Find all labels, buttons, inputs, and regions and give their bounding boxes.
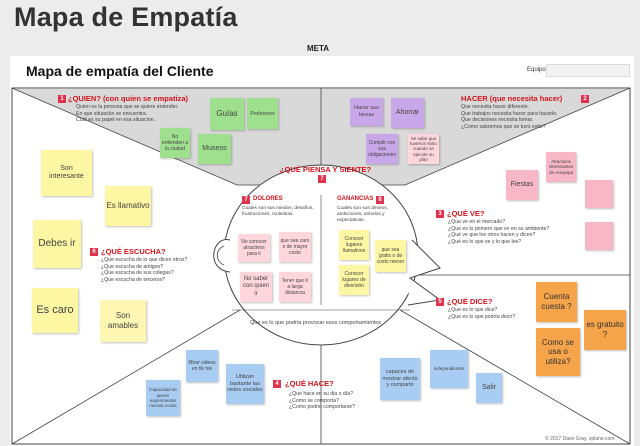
sticky-amables[interactable]: Son amables: [100, 300, 146, 342]
dolores-number: 7: [242, 196, 250, 204]
board-subtitle: Mapa de empatía del Cliente: [26, 63, 214, 79]
sticky-con-quien[interactable]: No saber con quien ir: [240, 272, 272, 302]
ear-shape: [213, 239, 231, 273]
sticky-no-entienden[interactable]: No entienden a la ciudad: [160, 128, 190, 158]
sticky-afecto[interactable]: capaces de mostrar afecto y compartir: [380, 358, 420, 400]
sticky-cumplir[interactable]: Cumplir con sus obligaciones: [366, 134, 398, 164]
hacer-title: HACER (que necesita hacer): [461, 94, 563, 103]
dice-number: 5: [436, 298, 444, 306]
sticky-debes-ir[interactable]: Debes ir: [33, 220, 81, 268]
sticky-como-se-usa[interactable]: Como se usa o utiliza?: [536, 328, 580, 376]
sticky-ahorrar[interactable]: Ahorrar: [391, 98, 424, 128]
ve-description: ¿Que ve en el mercado? ¿Que es lo primer…: [448, 219, 550, 245]
sticky-gratis[interactable]: que sea gratis o de costo menor: [375, 240, 406, 272]
ganancias-number: 8: [376, 196, 384, 204]
equipo-label: Equipo: [527, 67, 546, 73]
hace-title: ¿QUÉ HACE?: [285, 379, 334, 388]
hace-description: ¿Que hace en su dia o día? ¿Como se comp…: [289, 391, 356, 410]
sticky-cuanto-cuesta[interactable]: Cuenta cuesta ?: [536, 282, 577, 322]
sticky-interesante[interactable]: Son interesante: [41, 150, 92, 196]
diag-bottom-left: [11, 309, 241, 445]
sticky-independientes[interactable]: independientes: [430, 350, 468, 388]
equipo-input[interactable]: [546, 64, 630, 77]
sticky-tiktok[interactable]: Mirar videos en tik tok: [186, 350, 218, 382]
page-title: Mapa de Empatía: [14, 2, 238, 32]
meta-label: META: [307, 44, 330, 53]
piensa-bottom-text: Que es lo que podría provocar esos compo…: [250, 320, 382, 326]
dice-description: ¿Que es lo que dice? ¿Que es lo que podr…: [448, 307, 516, 320]
sticky-atractivos-arequipa[interactable]: Atractivos interesantes de Arequipa: [546, 152, 576, 182]
sticky-guias[interactable]: Guías: [210, 98, 244, 130]
hacer-number: 2: [581, 95, 589, 103]
sticky-profesores[interactable]: Profesores: [247, 98, 278, 129]
sticky-es-gratuito[interactable]: es gratuito ?: [584, 310, 626, 350]
ve-title: ¿QUÉ VE?: [447, 209, 485, 218]
dice-title: ¿QUÉ DICE?: [447, 297, 493, 306]
sticky-ve-empty-2[interactable]: [585, 222, 613, 250]
quien-number: 1: [58, 95, 66, 103]
copyright-text: © 2017 Dave Gray, xplane.com: [545, 436, 615, 442]
sticky-exito[interactable]: Se sabe que tuvieron éxito cuando se eje…: [408, 134, 439, 164]
ear-inner: [216, 245, 225, 266]
sticky-lugares-llamativos[interactable]: Conocer lugares llamativos: [339, 230, 369, 260]
hace-number: 4: [273, 380, 281, 388]
sticky-llamativo[interactable]: Es llamativo: [105, 186, 151, 226]
sticky-diversion[interactable]: Conocer lugares de diversión: [339, 265, 369, 295]
sticky-larga-distancia[interactable]: Tener que ir a larga distancia: [279, 272, 311, 302]
hacer-description: Que necesita hacer diferente. Que trabaj…: [461, 104, 558, 130]
sticky-salir[interactable]: Salir: [476, 373, 502, 403]
sticky-fiestas[interactable]: Fiestas: [506, 170, 538, 200]
sticky-experimentar[interactable]: Capacidad de querer experimentar nuevas …: [146, 380, 180, 416]
piensa-title: ¿QUÉ PIENSA Y SIENTE?: [280, 165, 372, 174]
sticky-ve-empty-1[interactable]: [585, 180, 613, 208]
sticky-museos[interactable]: Museos: [198, 134, 231, 164]
sticky-es-caro[interactable]: Es caro: [32, 288, 78, 333]
quien-title: ¿QUIEN? (con quien se empatiza): [68, 94, 189, 103]
quien-description: Quien es la persona que se quiere entend…: [76, 104, 179, 123]
ve-number: 3: [436, 210, 444, 218]
sticky-hacer-tareas[interactable]: Hacer sus tareas: [350, 98, 383, 126]
sticky-redes-sociales[interactable]: Utilizan bastante las redes sociales: [226, 364, 264, 404]
escucha-description: ¿Que escucha de lo que dicen otros? ¿Que…: [101, 257, 188, 283]
diag-bottom-right: [399, 309, 631, 445]
sticky-no-conocer[interactable]: No conocer atractivos para ir: [238, 234, 270, 262]
ganancias-title: GANANCIAS: [337, 196, 374, 202]
mouth-shape: [407, 239, 442, 306]
sticky-caro[interactable]: que sea caro o de mayor costo: [279, 232, 311, 262]
escucha-number: 6: [90, 248, 98, 256]
piensa-number: 7: [318, 175, 326, 183]
dolores-description: Cuales son sus miedos, desafíos, frustra…: [242, 206, 314, 217]
ganancias-description: Cuales son sus deseos, ambiciones, anhel…: [337, 206, 388, 223]
escucha-title: ¿QUÉ ESCUCHA?: [101, 247, 166, 256]
dolores-title: DOLORES: [253, 196, 283, 202]
